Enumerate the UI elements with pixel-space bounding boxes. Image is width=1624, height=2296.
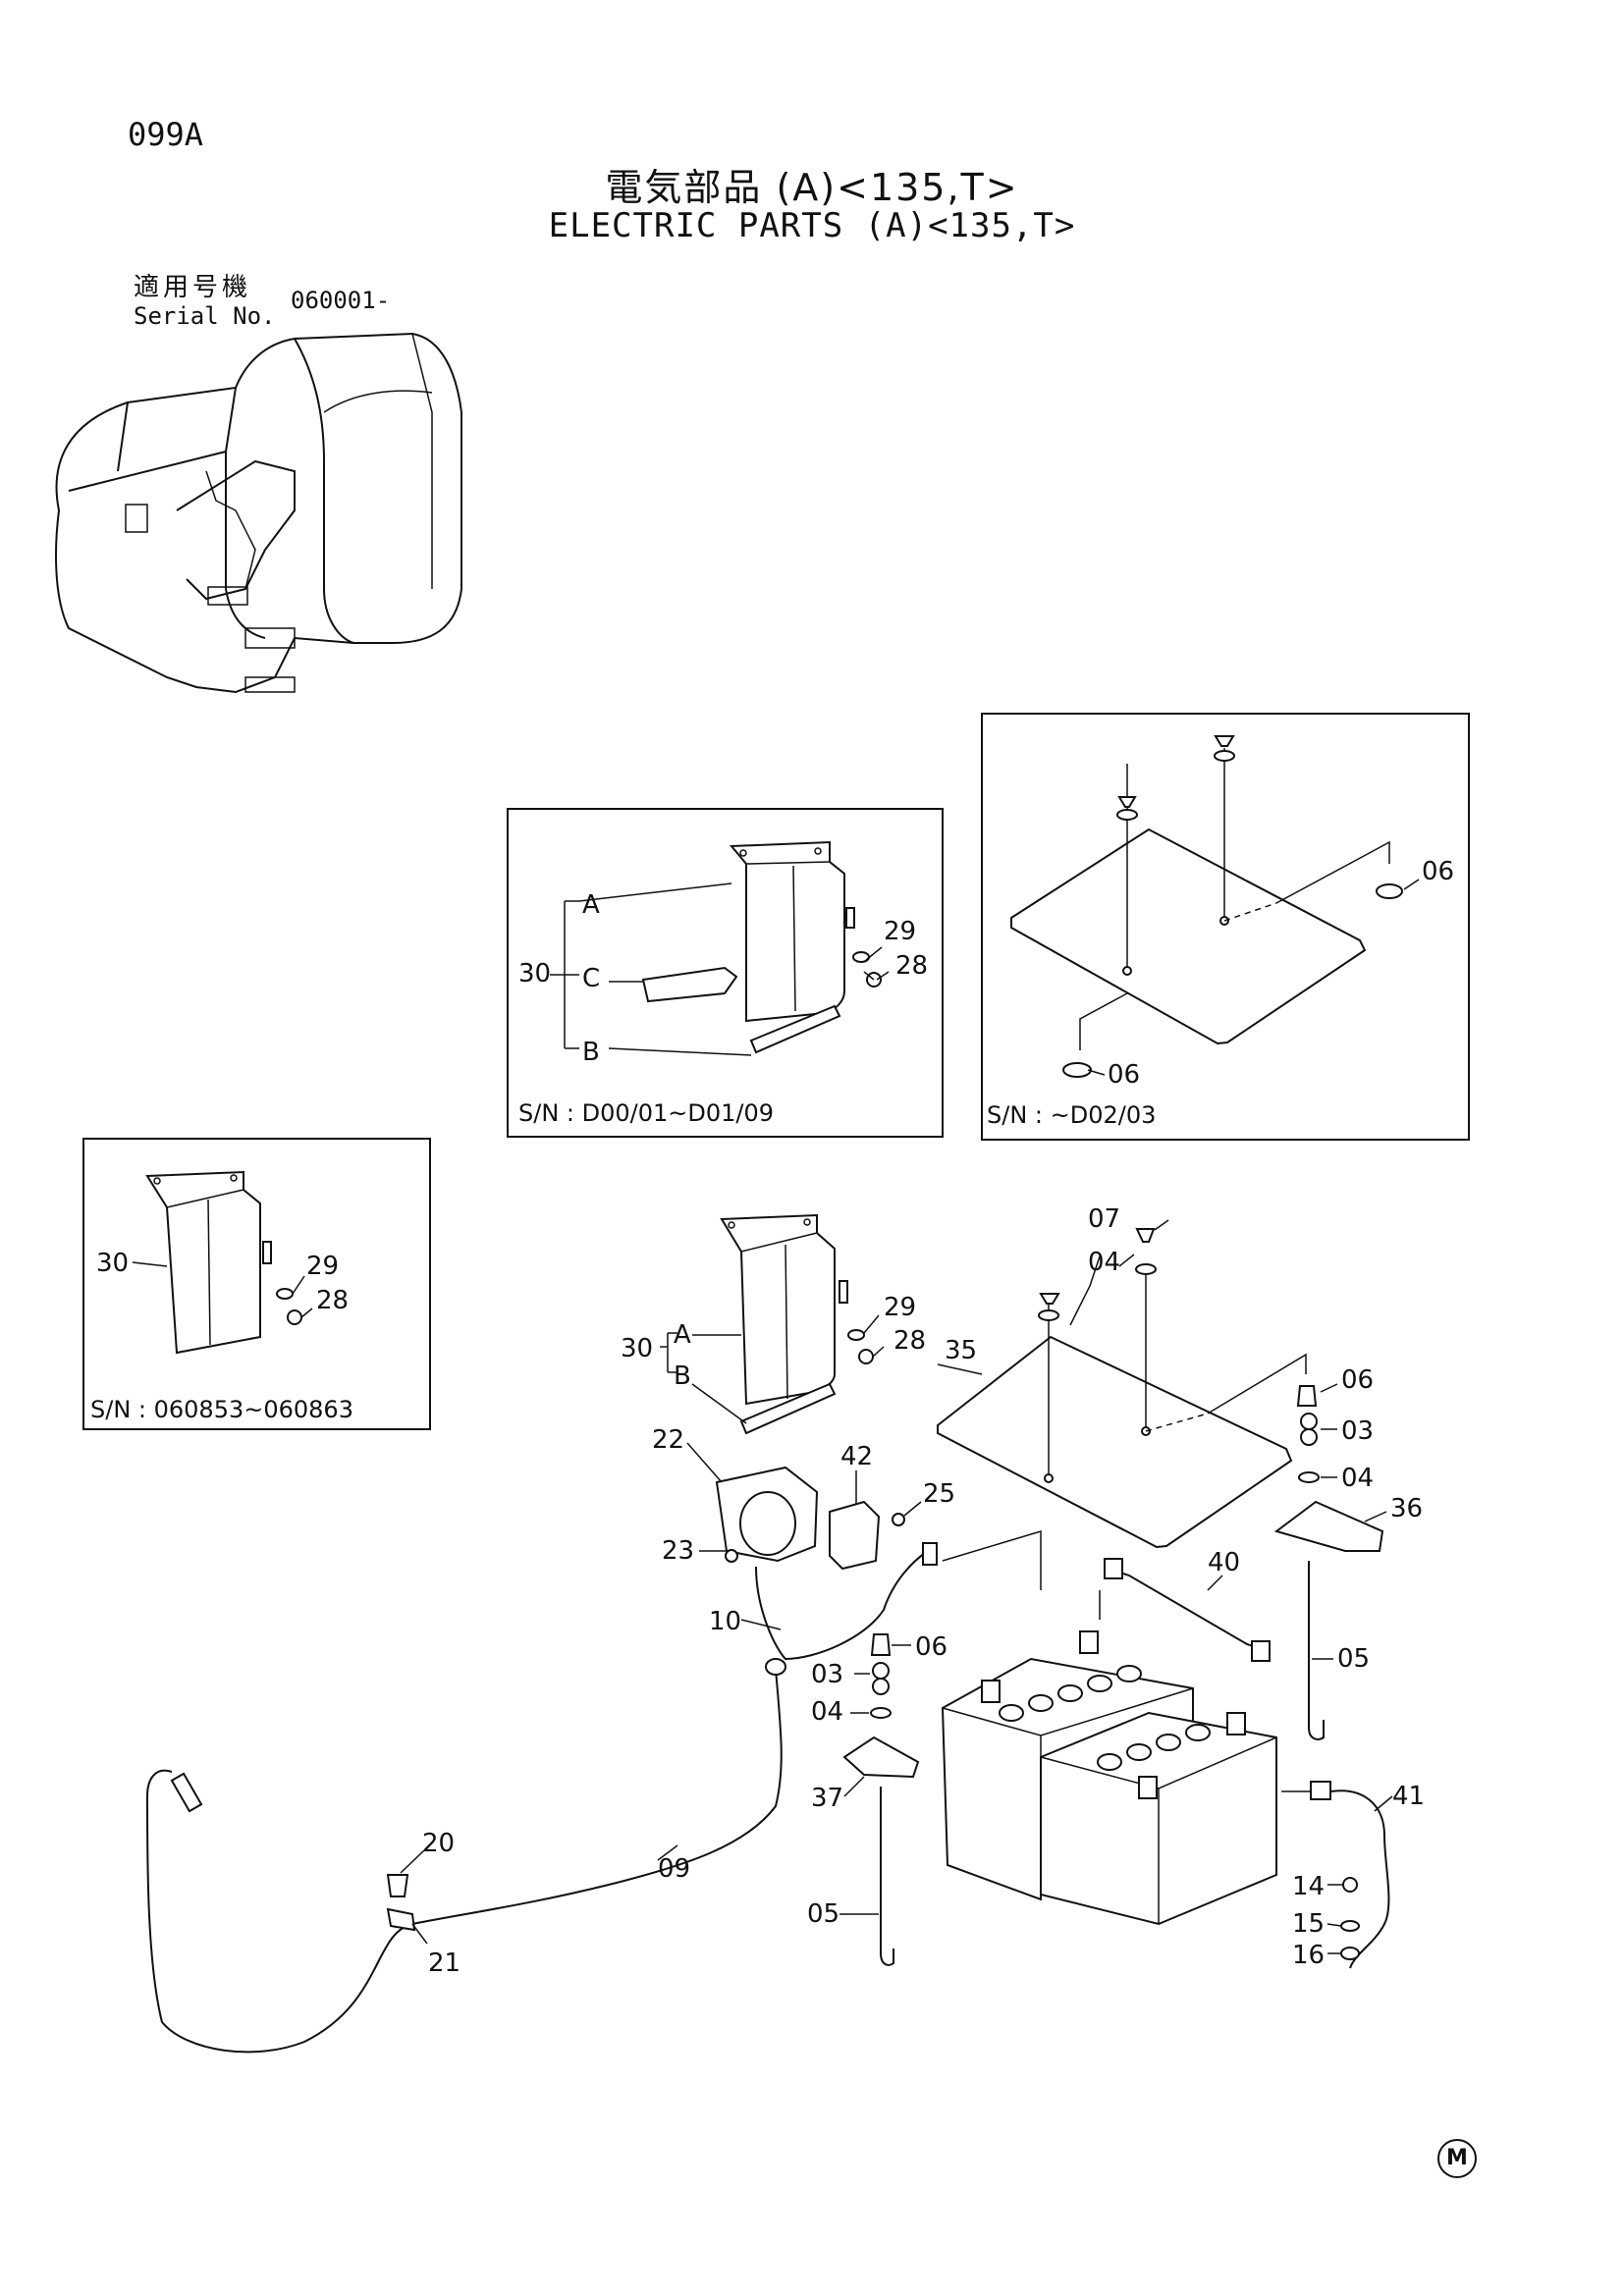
callout-05: 05 bbox=[1337, 1644, 1370, 1674]
page-title-english: ELECTRIC PARTS (A)<135,T> bbox=[548, 206, 1076, 245]
callout-41: 41 bbox=[1392, 1782, 1425, 1811]
callout-03: 03 bbox=[1341, 1416, 1374, 1446]
callout-06: 06 bbox=[1341, 1365, 1374, 1395]
callout-16: 16 bbox=[1292, 1941, 1325, 1970]
callout-28: 28 bbox=[316, 1286, 349, 1315]
callout-05: 05 bbox=[807, 1899, 839, 1929]
callout-b: B bbox=[582, 1038, 600, 1067]
callout-23: 23 bbox=[662, 1536, 694, 1566]
inset-caption: S/N : ~D02/03 bbox=[987, 1101, 1156, 1129]
callout-04: 04 bbox=[811, 1697, 843, 1727]
inset-plate-d02: 06 06 S/N : ~D02/03 bbox=[981, 713, 1470, 1141]
page-title-japanese: 電気部品 (A)<135,T> bbox=[605, 166, 1019, 209]
inset-caption: S/N : D00/01~D01/09 bbox=[518, 1099, 774, 1127]
callout-30: 30 bbox=[621, 1334, 653, 1363]
callout-06-lower: 06 bbox=[1108, 1060, 1140, 1090]
callout-20: 20 bbox=[422, 1829, 455, 1858]
callout-04: 04 bbox=[1088, 1248, 1120, 1277]
callout-14: 14 bbox=[1292, 1872, 1325, 1901]
callout-04: 04 bbox=[1341, 1464, 1374, 1493]
callout-09: 09 bbox=[658, 1854, 690, 1884]
callout-b: B bbox=[674, 1362, 691, 1391]
main-assembly: 30 A B 29 28 35 07 04 06 03 bbox=[145, 1204, 1425, 2054]
callout-29: 29 bbox=[306, 1252, 339, 1281]
inset-caption: S/N : 060853~060863 bbox=[90, 1396, 353, 1423]
callout-37: 37 bbox=[811, 1784, 843, 1813]
callout-30: 30 bbox=[96, 1249, 129, 1278]
inset-cover-d00-d01: 30 A C B 29 28 S/N : D00/01~D01/09 bbox=[507, 808, 944, 1138]
callout-29: 29 bbox=[884, 917, 916, 946]
callout-28: 28 bbox=[893, 1326, 926, 1356]
callout-25: 25 bbox=[923, 1479, 955, 1509]
callout-a: A bbox=[582, 890, 600, 920]
callout-28: 28 bbox=[895, 951, 928, 981]
callout-22: 22 bbox=[652, 1425, 684, 1455]
callout-35: 35 bbox=[945, 1336, 977, 1365]
serial-label-japanese: 適用号機 bbox=[134, 273, 252, 302]
callout-21: 21 bbox=[428, 1949, 460, 1978]
callout-30: 30 bbox=[518, 959, 551, 988]
callout-a: A bbox=[674, 1320, 691, 1350]
callout-c: C bbox=[582, 964, 600, 993]
callout-40: 40 bbox=[1208, 1548, 1240, 1577]
callout-06-upper: 06 bbox=[1422, 857, 1454, 886]
callout-36: 36 bbox=[1390, 1494, 1423, 1523]
serial-value: 060001- bbox=[291, 287, 391, 314]
callout-03: 03 bbox=[811, 1660, 843, 1689]
callout-15: 15 bbox=[1292, 1909, 1325, 1939]
serial-label-english: Serial No. bbox=[134, 302, 276, 330]
callout-06: 06 bbox=[915, 1632, 947, 1662]
callout-29: 29 bbox=[884, 1293, 916, 1322]
callout-07: 07 bbox=[1088, 1204, 1120, 1234]
manufacturer-mark: M bbox=[1437, 2139, 1477, 2178]
page-code: 099A bbox=[128, 116, 204, 153]
callout-42: 42 bbox=[840, 1442, 873, 1471]
machine-overview-illustration bbox=[55, 332, 462, 694]
callout-10: 10 bbox=[709, 1607, 741, 1636]
inset-cover-060853: 30 29 28 S/N : 060853~060863 bbox=[82, 1138, 431, 1430]
